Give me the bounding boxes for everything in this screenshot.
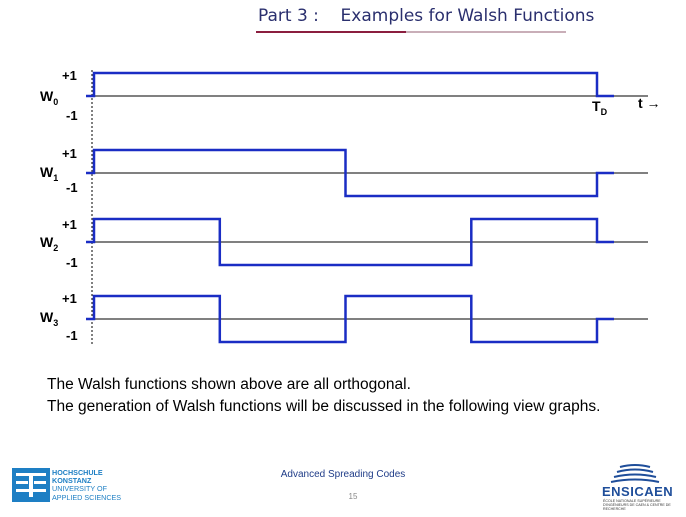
function-name: W <box>40 234 54 250</box>
header-rule-light <box>406 31 566 33</box>
walsh-function-w3: +1 W3 -1 <box>40 291 648 344</box>
page-title: Part 3 : Examples for Walsh Functions <box>258 6 594 26</box>
signal-waveform <box>86 294 614 344</box>
caption-line-1: The Walsh functions shown above are all … <box>47 376 411 393</box>
function-name: W <box>40 309 54 325</box>
part-label: Part 3 : <box>258 6 319 26</box>
function-name: W <box>40 164 54 180</box>
logo-line: HOCHSCHULE <box>52 468 103 477</box>
td-subscript: D <box>601 107 608 117</box>
minus-label: -1 <box>66 180 78 195</box>
function-subscript: 1 <box>53 173 58 183</box>
header-rule <box>256 31 406 33</box>
walsh-diagram: +1 W0 -1 +1 W1 -1 +1 W2 -1 +1 W3 -1 TD t… <box>40 68 661 344</box>
function-label: W3 <box>40 309 58 328</box>
htwg-logo-text: HOCHSCHULE KONSTANZ UNIVERSITY OF APPLIE… <box>52 468 122 502</box>
signal-waveform <box>86 148 614 198</box>
title-text: Examples for Walsh Functions <box>340 6 595 26</box>
signal-waveform <box>86 217 614 267</box>
ensicaen-logo-icon <box>610 464 660 483</box>
plus-label: +1 <box>62 68 77 83</box>
function-label: W0 <box>40 88 58 107</box>
ensicaen-logo-subtitle: ÉCOLE NATIONALE SUPÉRIEURE D'INGÉNIEURS … <box>603 499 671 511</box>
walsh-function-w1: +1 W1 -1 <box>40 146 648 198</box>
minus-label: -1 <box>66 108 78 123</box>
footer-title: Advanced Spreading Codes <box>280 469 406 480</box>
function-subscript: 2 <box>53 243 58 253</box>
page-number: 15 <box>348 492 358 501</box>
walsh-function-w0: +1 W0 -1 <box>40 68 648 123</box>
ensicaen-logo-name: ENSICAEN <box>602 484 674 499</box>
plus-label: +1 <box>62 217 77 232</box>
plus-label: +1 <box>62 291 77 306</box>
function-subscript: 3 <box>53 318 58 328</box>
function-label: W2 <box>40 234 58 253</box>
td-letter: T <box>592 98 601 114</box>
minus-label: -1 <box>66 328 78 343</box>
caption-line-2: The generation of Walsh functions will b… <box>47 398 601 415</box>
function-name: W <box>40 88 54 104</box>
logo-line: KONSTANZ <box>52 476 92 486</box>
function-subscript: 0 <box>53 97 58 107</box>
htwg-logo-icon <box>12 468 50 502</box>
time-label: t → <box>638 95 661 111</box>
logo-line: UNIVERSITY OF <box>52 484 107 494</box>
walsh-function-w2: +1 W2 -1 <box>40 217 648 270</box>
plus-label: +1 <box>62 146 77 161</box>
function-label: W1 <box>40 164 58 183</box>
signal-waveform <box>86 71 614 98</box>
logo-line: APPLIED SCIENCES <box>52 492 122 502</box>
td-label: TD <box>592 98 608 117</box>
minus-label: -1 <box>66 255 78 270</box>
